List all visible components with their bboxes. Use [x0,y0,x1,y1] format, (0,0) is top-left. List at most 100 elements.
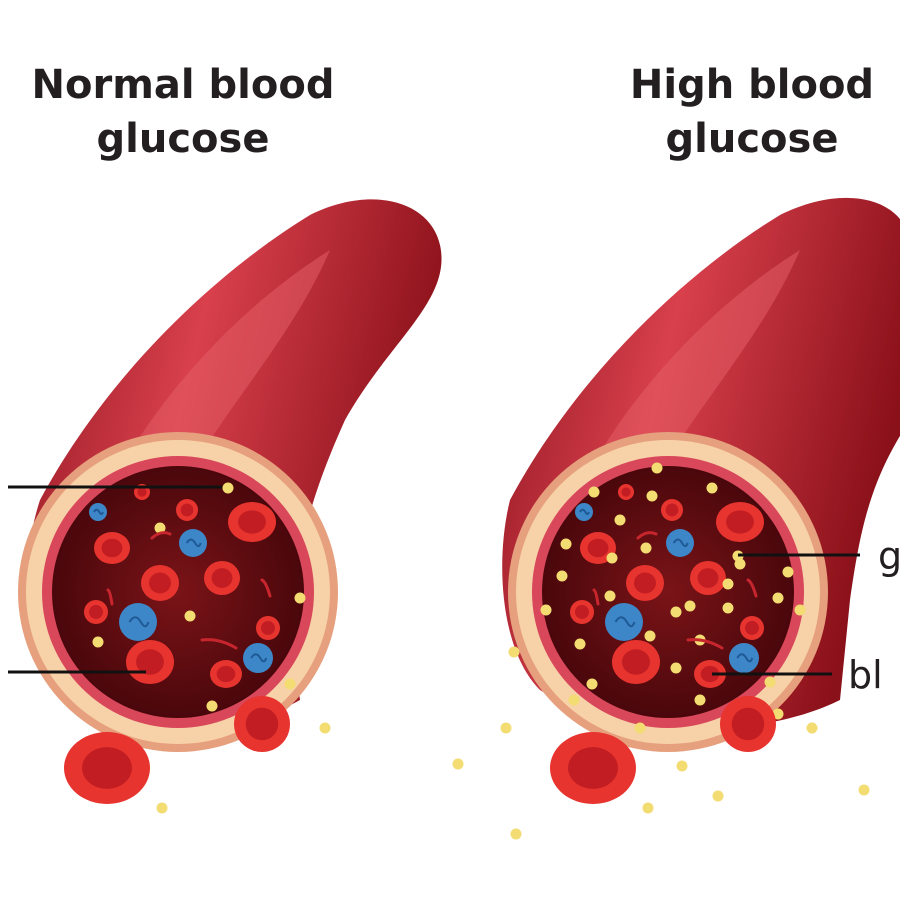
platelet [592,588,600,606]
red-blood-cell [690,561,726,595]
white-blood-cell-nucleus [614,616,636,628]
red-blood-cell [64,732,150,804]
glucose-particle [156,802,168,814]
red-blood-cell [661,499,683,521]
vessel-highlight [590,250,800,470]
vessel-highlight [120,250,330,470]
glucose-particle [540,604,552,616]
red-blood-cell [618,484,634,500]
red-blood-cell [550,732,636,804]
glucose-particle [614,514,626,526]
glucose-particle [670,662,682,674]
glucose-particle [806,722,818,734]
white-blood-cell-nucleus [672,538,689,548]
glucose-particle [651,462,663,474]
glucose-particle [858,784,870,796]
red-blood-cell [720,696,776,752]
red-blood-cell [256,616,280,640]
glucose-particle [500,722,512,734]
callout-label-glucose: g [878,534,900,578]
white-blood-cell [179,529,207,557]
red-blood-cell [204,561,240,595]
white-blood-cell [605,603,643,641]
red-blood-cell [626,565,664,601]
glucose-particle [606,552,618,564]
white-blood-cell-nucleus [736,653,754,663]
glucose-particle [782,566,794,578]
title-line-1: High blood [629,62,875,108]
glucose-particle [772,592,784,604]
white-blood-cell [89,503,107,521]
red-blood-cell [176,499,198,521]
red-blood-cell [126,640,174,684]
white-blood-cell-nucleus [185,538,202,548]
glucose-particle [722,578,734,590]
glucose-particle [644,630,656,642]
white-blood-cell [729,643,759,673]
platelet [636,531,658,540]
red-blood-cell [141,565,179,601]
glucose-particle [154,522,166,534]
white-blood-cell [575,503,593,521]
glucose-particle [319,722,331,734]
white-blood-cell [119,603,157,641]
white-blood-cell-nucleus [579,508,590,515]
red-blood-cell [716,502,764,542]
glucose-particle [556,570,568,582]
glucose-particle [574,638,586,650]
glucose-particle [508,646,520,658]
white-blood-cell [243,643,273,673]
title-line-1: Normal blood [31,62,335,108]
glucose-particle [684,600,696,612]
glucose-particle [206,700,218,712]
glucose-particle [560,538,572,550]
glucose-particle [694,694,706,706]
glucose-particle [92,636,104,648]
glucose-particle [794,604,806,616]
white-blood-cell-nucleus [128,616,150,628]
glucose-particle [640,542,652,554]
glucose-particle [568,694,580,706]
glucose-particle [284,678,296,690]
red-blood-cell [210,660,242,688]
glucose-particle [642,802,654,814]
title-line-2: glucose [665,116,839,162]
platelet [200,638,238,650]
white-blood-cell [666,529,694,557]
callouts: g bl [8,485,900,697]
glucose-particle [676,760,688,772]
glucose-particle [586,678,598,690]
panel-title-high: High blood glucose [542,58,900,166]
red-blood-cell [84,600,108,624]
glucose-particle [706,482,718,494]
glucose-particle [604,590,616,602]
red-blood-cell [234,696,290,752]
glucose-particle [670,606,682,618]
red-blood-cell [612,640,660,684]
title-line-2: glucose [96,116,270,162]
red-blood-cell [740,616,764,640]
glucose-particle [764,676,776,688]
glucose-particle [646,490,658,502]
platelet [260,578,272,598]
glucose-particle [588,486,600,498]
glucose-particle [222,482,234,494]
platelet [746,578,758,598]
panel-title-normal: Normal blood glucose [0,58,393,166]
cells-layer [64,462,870,840]
platelet [106,588,114,606]
glucose-particle [722,602,734,614]
glucose-particle [510,828,522,840]
glucose-particle [712,790,724,802]
glucose-particle [294,592,306,604]
callout-label-blood-cell: bl [848,653,883,697]
red-blood-cell [94,532,130,564]
red-blood-cell [694,660,726,688]
glucose-particle [452,758,464,770]
white-blood-cell-nucleus [250,653,268,663]
glucose-particle [772,708,784,720]
glucose-particle [184,610,196,622]
platelet [686,638,724,650]
